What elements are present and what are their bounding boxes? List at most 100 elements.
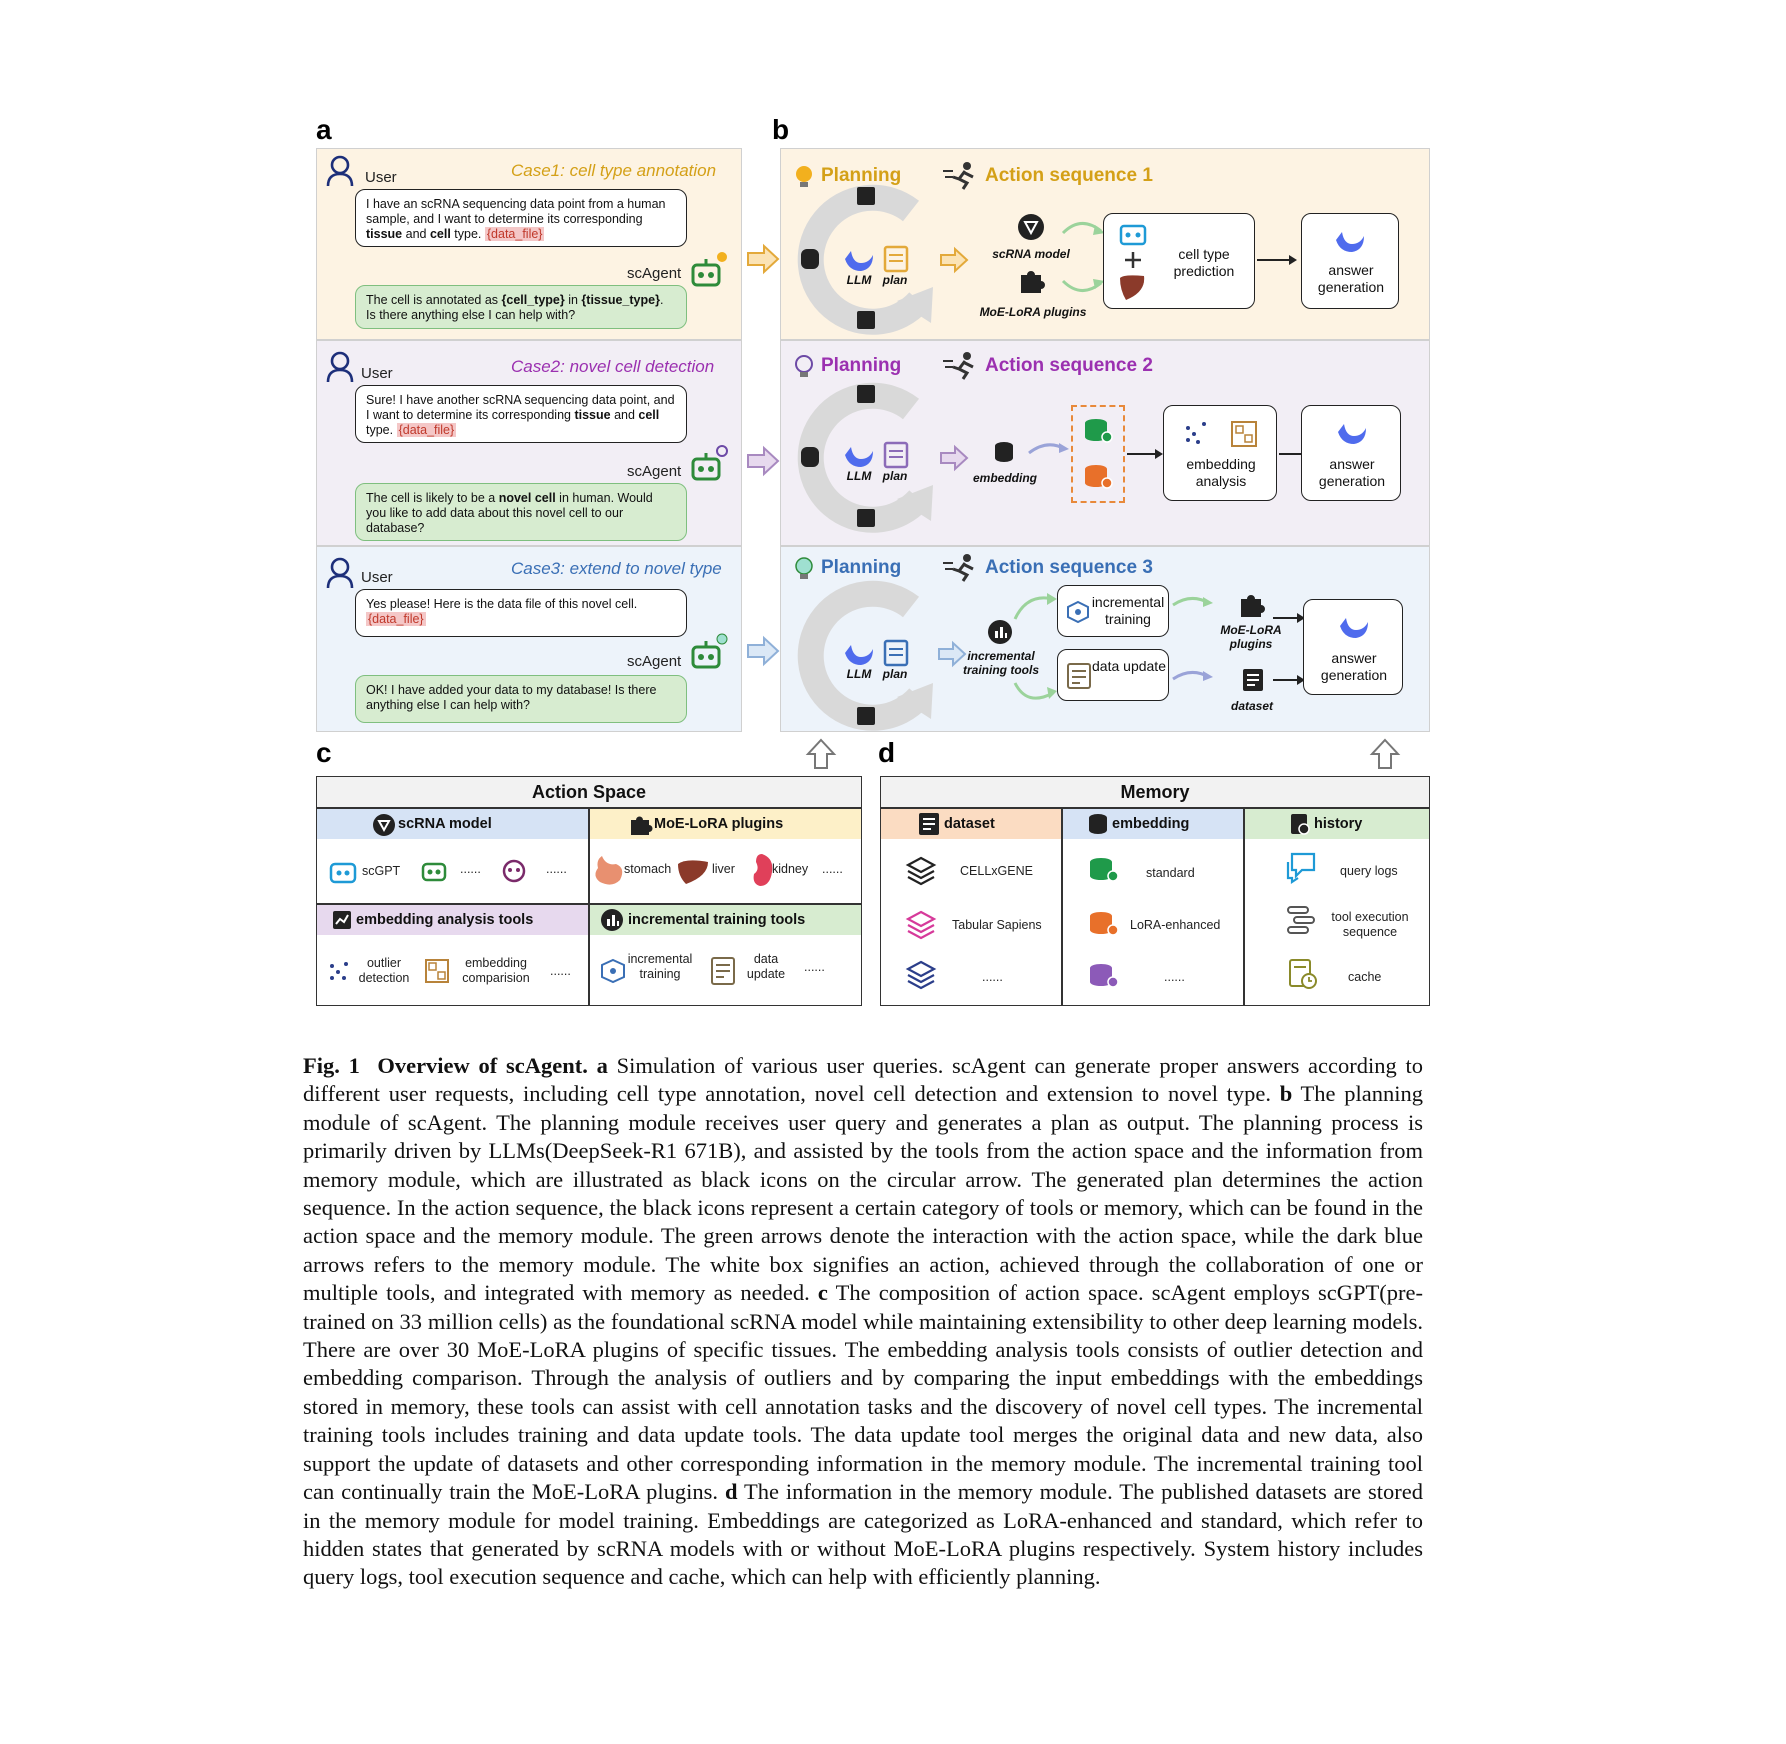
dataset-header: dataset (944, 816, 995, 832)
flow-arrow-icon (940, 246, 969, 274)
moe-plugins-label: MoE-LoRA plugins (979, 305, 1087, 319)
puzzle-plugin-icon (1021, 271, 1045, 293)
case-title: Case1: cell type annotation (511, 161, 717, 180)
query-logs-chat-icon (1286, 852, 1316, 885)
deepseek-whale-icon (1336, 232, 1364, 252)
plan-label: plan (882, 273, 908, 287)
deepseek-whale-icon (845, 645, 873, 665)
plan-label: plan (882, 469, 908, 483)
planning-cycle-icon (797, 184, 933, 335)
action-space-title: Action Space (316, 776, 862, 808)
standard-embedding-icon (1090, 858, 1119, 882)
scrna-model-cell (316, 808, 589, 904)
monkey-model-icon (502, 859, 526, 883)
lora-enhanced-label: LoRA-enhanced (1130, 918, 1221, 932)
agent-label: scAgent (627, 265, 682, 282)
scrna-model-icon (373, 814, 395, 836)
green-arrows (1061, 222, 1105, 292)
running-person-icon (943, 162, 974, 190)
lora-embedding-icon (1090, 912, 1119, 936)
incremental-tools-cell (589, 904, 862, 1006)
incremental-tools-icon (988, 620, 1012, 644)
deepseek-whale-icon (845, 447, 873, 467)
moe-plugins-label: MoE-LoRA plugins (1220, 623, 1282, 651)
outlier-detection-label: outlier detection (358, 956, 410, 985)
dataset-label: dataset (1230, 699, 1274, 713)
blue-arrow (1028, 443, 1069, 455)
planning-cycle-icon (797, 382, 933, 533)
embedding-header-bg (317, 905, 588, 935)
incremental-tools-header: incremental training tools (628, 912, 806, 928)
embedding-memory-group (1071, 405, 1125, 503)
case-3: User Case3: extend to novel type Yes ple… (316, 546, 742, 732)
memory-title: Memory (880, 776, 1430, 808)
deepseek-whale-icon (1338, 424, 1366, 444)
incremental-training-icon (601, 958, 625, 984)
planning-title: Planning (821, 355, 902, 376)
flow-arrow-icon (747, 243, 780, 275)
incremental-tools-label: incremental training tools (963, 649, 1039, 677)
user-query-bubble: I have an scRNA sequencing data point fr… (355, 189, 687, 247)
agent-reply-bubble: OK! I have added your data to my databas… (355, 675, 687, 723)
kidney-icon (753, 854, 773, 886)
more-models-dots-2: ...... (546, 862, 567, 876)
history-cell (1244, 808, 1430, 1006)
box-label: embedding analysis (1186, 456, 1256, 489)
deepseek-whale-icon (1340, 618, 1368, 638)
box-label: cell type prediction (1173, 246, 1235, 279)
user-label: User (361, 569, 393, 586)
panel-label-a: a (316, 114, 332, 145)
embedding-analysis-box: embedding analysis (1163, 405, 1277, 501)
data-update-icon (1067, 663, 1091, 689)
action-title: Action sequence 2 (985, 355, 1153, 376)
data-update-label: data update (746, 952, 786, 981)
running-person-icon (943, 352, 974, 380)
embedding-comparision-icon (425, 959, 449, 983)
more-plugins-dots: ...... (822, 862, 843, 876)
llm-label: LLM (846, 273, 872, 287)
history-header: history (1314, 816, 1363, 832)
planning-row-3: Planning Action sequence 3 LLM plan incr… (780, 546, 1430, 732)
box-label: data update (1092, 658, 1166, 674)
plan-calendar-icon (883, 639, 909, 667)
moe-plugins-header: MoE-LoRA plugins (654, 816, 784, 832)
tool-execution-icon (1287, 906, 1315, 934)
panel-label-d: d (878, 737, 896, 768)
dataset-icon (1243, 669, 1263, 691)
embedding-label: embedding (972, 471, 1037, 485)
arrow-right (1273, 613, 1305, 623)
planning-title: Planning (821, 165, 902, 186)
scgpt-label: scGPT (362, 864, 401, 878)
case-1: User Case1: cell type annotation I have … (316, 148, 742, 340)
more-incremental-tools-dots: ...... (804, 960, 825, 974)
more-embeddings-icon (1090, 964, 1119, 988)
lightbulb-icon (795, 355, 813, 377)
box-label: incremental training (1091, 594, 1165, 627)
flow-arrow-icon (747, 635, 780, 667)
plan-calendar-icon (883, 245, 909, 273)
embedding-tools-header: embedding analysis tools (356, 912, 534, 928)
robot-lightbulb-icon (691, 252, 727, 287)
plan-calendar-icon (883, 441, 909, 469)
embedding-database-icon (1089, 814, 1107, 834)
more-datasets-layers-icon (905, 960, 937, 990)
data-update-icon (711, 957, 735, 985)
panel-label-b: b (772, 114, 790, 145)
case-2: User Case2: novel cell detection Sure! I… (316, 340, 742, 546)
cell-type-prediction-box: cell type prediction (1103, 213, 1255, 309)
robot-lightbulb-icon (691, 445, 728, 481)
liver-icon (678, 860, 708, 884)
figure-caption: Fig. 1 Overview of scAgent. a Simulation… (303, 1053, 1423, 1590)
incremental-training-icon (1067, 600, 1089, 624)
llm-label: LLM (846, 667, 872, 681)
user-label: User (365, 169, 397, 186)
user-icon (326, 557, 354, 589)
incremental-training-box: incremental training (1057, 585, 1169, 637)
stomach-icon (595, 856, 623, 885)
robot-lightbulb-icon (691, 633, 728, 669)
action-title: Action sequence 1 (985, 165, 1153, 186)
arrow-right (1127, 449, 1163, 459)
green-arrow (1172, 597, 1213, 607)
user-icon (326, 351, 354, 383)
arrow-right (1273, 675, 1305, 685)
